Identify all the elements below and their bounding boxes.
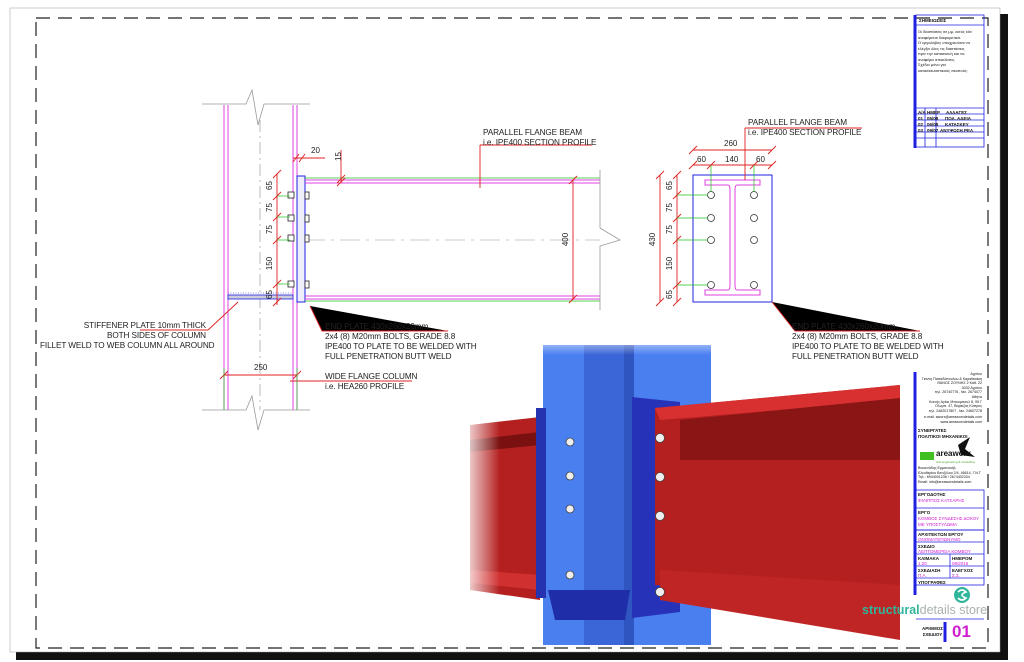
dim-column-width: 250 bbox=[254, 363, 268, 372]
dim-gap: 15 bbox=[333, 152, 343, 161]
side-dimension-lines bbox=[140, 144, 592, 382]
client-label: ΕΡΓΟΔΟΤΗΣ bbox=[918, 492, 946, 497]
rev-header: ΑΛΛΑΓΕΣ bbox=[946, 110, 967, 115]
end-plate-outline bbox=[692, 174, 773, 303]
dim-spacing: 65 bbox=[264, 290, 274, 299]
bolts-3d bbox=[565, 433, 665, 597]
dim-spacing: 65 bbox=[264, 181, 274, 190]
client-value: ΦΙΛΙΠΠΟΣ ΚΑΤΣΑΡΗΣ bbox=[918, 498, 965, 503]
stiffener-plate bbox=[227, 294, 294, 300]
stiffener-3d bbox=[548, 590, 630, 620]
company-logo: areaworx bbox=[936, 449, 972, 458]
column-break-bottom bbox=[202, 394, 310, 431]
checked-label: ΕΛΕΓΧΟΣ bbox=[952, 568, 973, 573]
architect-value: ΟΝΟΜΑΤΕΠΩΝΥΜΟ bbox=[918, 537, 961, 542]
designed-value: Π.Α. bbox=[918, 573, 927, 578]
architect-label: ΑΡΧΙΤΕΚΤΩΝ ΕΡΓΟΥ bbox=[918, 532, 964, 537]
ipe-section bbox=[704, 179, 761, 296]
rev-header: Α/Α bbox=[918, 110, 926, 115]
render-3d bbox=[460, 330, 900, 645]
title-block bbox=[913, 14, 985, 642]
dim-spacing: 75 bbox=[264, 225, 274, 234]
dim-spacing: 65 bbox=[664, 181, 674, 190]
watermark: structuraldetails store bbox=[862, 603, 988, 617]
dim-spacing: 75 bbox=[664, 225, 674, 234]
dim-plate-thickness: 20 bbox=[311, 146, 320, 155]
side-elevation bbox=[140, 88, 621, 431]
checked-value: Σ.Σ. bbox=[952, 573, 961, 578]
dim-gauge: 140 bbox=[725, 155, 739, 164]
beam-break bbox=[599, 170, 621, 310]
date-label: ΗΜΕΡΟΜ bbox=[952, 556, 973, 561]
date-value: 08/2016 bbox=[952, 561, 969, 566]
dim-spacing: 65 bbox=[664, 290, 674, 299]
rev-header: ΗΜΕΡ bbox=[927, 110, 941, 115]
end-plate bbox=[296, 175, 306, 303]
column-break-top bbox=[202, 88, 310, 126]
dashed-border bbox=[35, 17, 989, 649]
notes-header: ΣΗΜΕΙΩΣΕΙΣ bbox=[919, 18, 947, 23]
scale-label: ΚΛΙΜΑΚΑ bbox=[918, 556, 939, 561]
areaworx-logo-icon bbox=[920, 437, 975, 460]
side-bolts bbox=[287, 191, 310, 289]
end-view bbox=[655, 127, 920, 332]
scale-value: 1:20 bbox=[918, 561, 927, 566]
dim-edge-right: 60 bbox=[756, 155, 765, 164]
dim-beam-depth: 400 bbox=[561, 232, 571, 247]
beam-flanges bbox=[305, 179, 600, 300]
dim-spacing: 150 bbox=[265, 256, 275, 271]
dim-plate-height: 430 bbox=[648, 232, 658, 247]
drawing-number: 01 bbox=[952, 622, 971, 641]
dim-spacing: 75 bbox=[664, 203, 674, 212]
dim-plate-width: 260 bbox=[724, 139, 738, 148]
dim-spacing: 75 bbox=[264, 203, 274, 212]
designed-label: ΣΧΕΔΙΑΣΗ bbox=[918, 568, 941, 573]
drawing-label: ΣΧΕΔΙΟ bbox=[918, 544, 935, 549]
dim-spacing: 150 bbox=[665, 256, 675, 271]
company-tagline: civil engineering & consulting bbox=[936, 460, 975, 464]
dim-edge-left: 60 bbox=[697, 155, 706, 164]
drawing-value: ΛΕΠΤΟΜΕΡΕΙΑ ΚΟΜΒΟΥ bbox=[918, 549, 971, 554]
signatures-label: ΥΠΟΓΡΑΦΕΣ bbox=[918, 580, 946, 585]
end-dimension-lines bbox=[655, 127, 920, 332]
project-label: ΕΡΓΟ bbox=[918, 510, 931, 515]
